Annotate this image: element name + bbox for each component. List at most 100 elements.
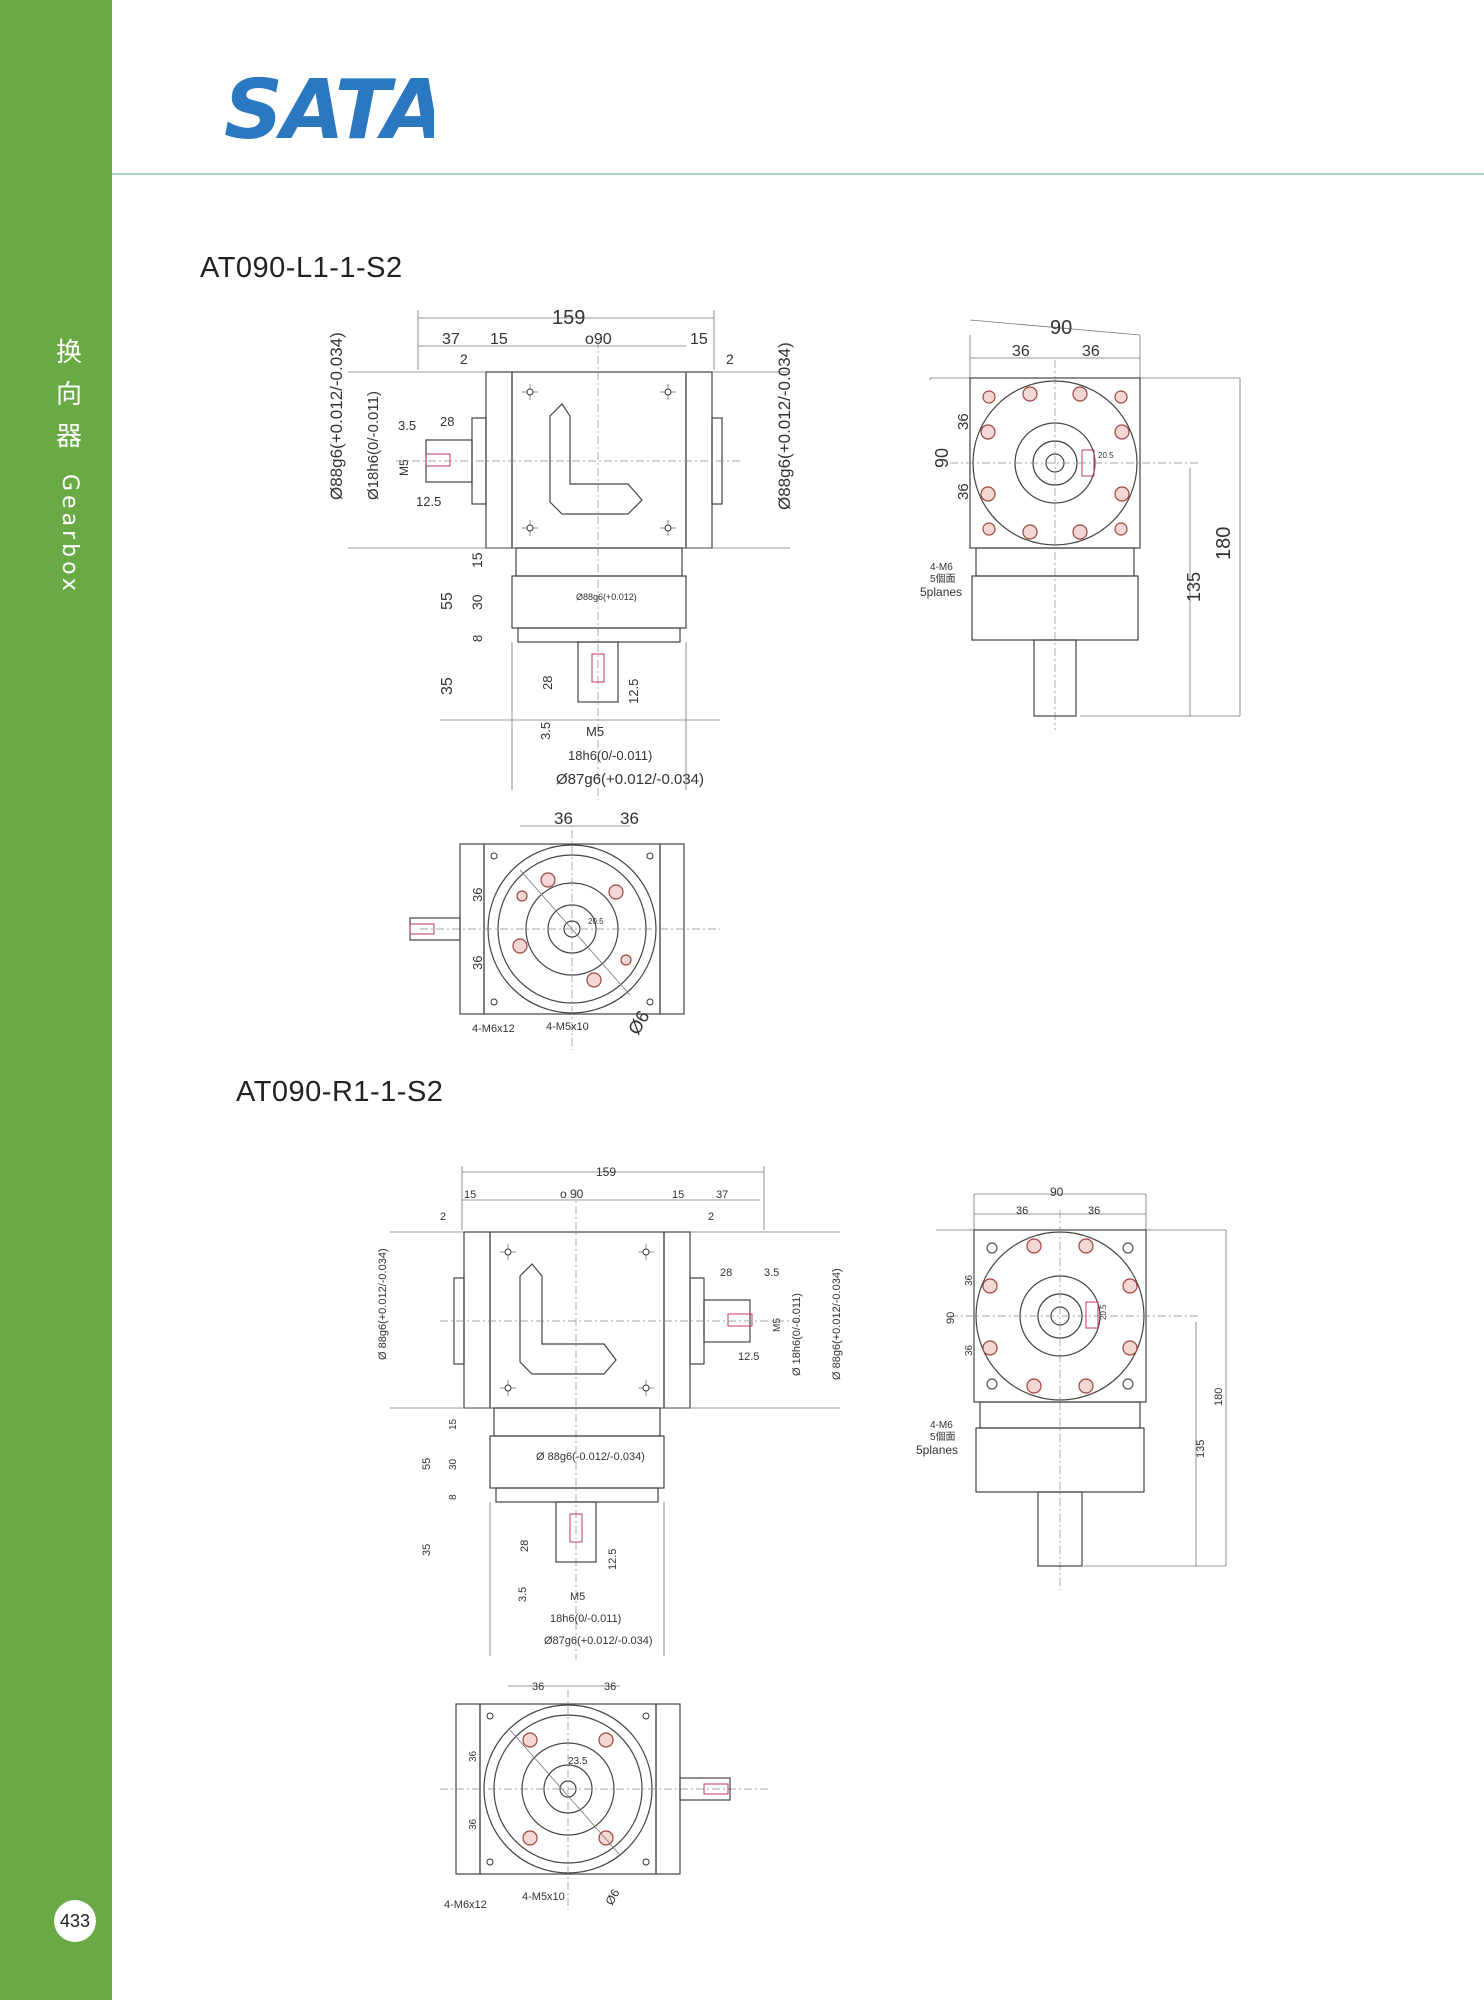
r-dim-55: 55	[421, 1458, 433, 1470]
bottom-dim-4m6x12: 4-M6x12	[472, 1023, 515, 1035]
r-bottom-dim-36c: 36	[468, 1750, 479, 1762]
r-dim-15c: 15	[448, 1418, 459, 1430]
r-dim-30: 30	[448, 1458, 459, 1470]
r-dim-2a: 2	[440, 1211, 446, 1223]
dim-159: 159	[552, 307, 585, 329]
r-side-dim-90h: 90	[945, 1312, 957, 1324]
dim-55: 55	[439, 592, 456, 610]
bottom-dim-20-5: 20.5	[588, 917, 604, 926]
r-dim-28b: 28	[519, 1540, 531, 1552]
mid-label: Ø88g6(+0.012)	[576, 592, 637, 602]
r-side-dim-36d: 36	[964, 1344, 975, 1356]
dim-left-dia: Ø88g6(+0.012/-0.034)	[327, 332, 346, 500]
r-dim-35: 35	[421, 1544, 433, 1556]
r-dim-37: 37	[716, 1189, 728, 1201]
dim-28b: 28	[540, 676, 555, 690]
dim-bot-dia: Ø87g6(+0.012/-0.034)	[556, 771, 704, 788]
dim-35: 35	[439, 677, 456, 695]
r-side-dim-5planes: 5planes	[916, 1443, 958, 1457]
r-dim-right-shaft: Ø 18h6(0/-0.011)	[791, 1293, 803, 1376]
r-bottom-dim-phi6: Ø6	[602, 1886, 622, 1907]
front-view-drawing-l1: 159 37 15 o90 15 2 2 Ø88g6(+0.012/-0.034…	[327, 307, 794, 800]
r-dim-15b: 15	[672, 1189, 684, 1201]
bottom-view-drawing-l1: 36 36 36 36 20.5 4-M6x12 4-M5x10 Ø6	[409, 809, 720, 1050]
dim-2b: 2	[726, 351, 734, 367]
dim-2a: 2	[460, 351, 468, 367]
side-dim-4m6: 4-M6	[930, 562, 953, 573]
dim-3-5: 3.5	[398, 418, 416, 433]
bottom-dim-36d: 36	[470, 956, 485, 970]
dim-8: 8	[470, 635, 485, 642]
model-title-r1: AT090-R1-1-S2	[236, 1076, 444, 1108]
header-divider	[112, 173, 1484, 175]
front-view-drawing-r1: 159 15 o 90 15 37 2 2 Ø 88g6(+0.012/-0.0…	[377, 1165, 843, 1660]
r-dim-3-5b: 3.5	[517, 1587, 529, 1602]
dim-o90: o90	[585, 331, 612, 348]
dim-15a: 15	[490, 331, 508, 348]
r-side-dim-4m6: 4-M6	[930, 1420, 953, 1431]
r-dim-3-5: 3.5	[764, 1267, 779, 1279]
r-bottom-dim-36b: 36	[604, 1681, 616, 1693]
r-dim-28: 28	[720, 1267, 732, 1279]
r-bottom-dim-36a: 36	[532, 1681, 544, 1693]
bottom-dim-36c: 36	[470, 888, 485, 902]
side-dim-5planes: 5planes	[920, 585, 962, 599]
dim-left-shaft: Ø18h6(0/-0.011)	[365, 391, 382, 500]
dim-m5b: M5	[586, 724, 604, 739]
sata-logo: SATA	[224, 70, 434, 146]
bottom-dim-36a: 36	[554, 809, 573, 828]
side-dim-36a: 36	[1012, 343, 1030, 360]
category-label-cn: 换 向 器	[55, 338, 82, 452]
dim-15c: 15	[469, 552, 485, 568]
r-side-dim-20-5: 20.5	[1099, 1304, 1108, 1320]
r-side-dim-180: 180	[1213, 1388, 1225, 1406]
r-dim-m5: M5	[772, 1318, 783, 1332]
r-mid-label: Ø 88g6(-0.012/-0.034)	[536, 1451, 645, 1463]
r-bottom-dim-4m5x10: 4-M5x10	[522, 1891, 565, 1903]
bottom-dim-phi6: Ø6	[624, 1007, 653, 1038]
r-dim-8: 8	[448, 1494, 459, 1500]
side-dim-36d: 36	[955, 483, 972, 500]
side-view-drawing-r1: 90 36 36 90 36 36 20.5 4-M6 5個面 5planes …	[916, 1185, 1227, 1590]
r-dim-m5b: M5	[570, 1591, 585, 1603]
model-title-l1: AT090-L1-1-S2	[200, 252, 403, 284]
dim-3-5b: 3.5	[538, 722, 553, 740]
r-bottom-dim-36d: 36	[468, 1818, 479, 1830]
r-dim-12-5b: 12.5	[607, 1549, 619, 1570]
dim-37: 37	[442, 331, 460, 348]
shaft-label: 18h6(0/-0.011)	[568, 748, 652, 763]
dim-m5: M5	[397, 459, 411, 476]
dim-30: 30	[469, 594, 485, 610]
r-dim-159: 159	[596, 1165, 616, 1179]
r-bottom-dim-4m6x12: 4-M6x12	[444, 1899, 487, 1911]
bottom-dim-36b: 36	[620, 809, 639, 828]
r-side-dim-135: 135	[1195, 1440, 1207, 1458]
r-side-dim-36a: 36	[1016, 1205, 1028, 1217]
r-side-dim-36b: 36	[1088, 1205, 1100, 1217]
page-number: 433	[54, 1900, 96, 1942]
r-dim-15a: 15	[464, 1189, 476, 1201]
side-dim-180: 180	[1213, 527, 1235, 560]
dim-12-5b: 12.5	[626, 679, 641, 704]
bottom-view-drawing-r1: 36 36 36 36 23.5 4-M6x12 4-M5x10 Ø6	[440, 1681, 770, 1911]
side-dim-36c: 36	[955, 413, 972, 430]
side-dim-5planes-cn: 5個面	[930, 572, 956, 585]
r-dim-bot-dia: Ø87g6(+0.012/-0.034)	[544, 1635, 653, 1647]
r-dim-2b: 2	[708, 1211, 714, 1223]
logo-text: SATA	[224, 70, 434, 146]
side-dim-90w: 90	[1050, 317, 1072, 339]
r-dim-left-dia: Ø 88g6(+0.012/-0.034)	[377, 1248, 389, 1360]
dim-15b: 15	[690, 331, 708, 348]
r-shaft-label: 18h6(0/-0.011)	[550, 1613, 621, 1625]
r-dim-o90: o 90	[560, 1187, 584, 1201]
r-side-dim-90w: 90	[1050, 1185, 1064, 1199]
side-dim-90h: 90	[932, 448, 952, 468]
category-label-en: Gearbox	[57, 474, 82, 595]
side-view-drawing-l1: 90 36 36 90 36 36 20.5 4-M6 5個面 5planes …	[920, 317, 1241, 730]
dim-12-5: 12.5	[416, 494, 441, 509]
bottom-dim-4m5x10: 4-M5x10	[546, 1021, 589, 1033]
dim-28: 28	[440, 414, 454, 429]
side-dim-20-5: 20.5	[1098, 451, 1114, 460]
dim-right-dia: Ø88g6(+0.012/-0.034)	[775, 342, 794, 510]
r-dim-right-dia: Ø 88g6(+0.012/-0.034)	[831, 1268, 843, 1380]
